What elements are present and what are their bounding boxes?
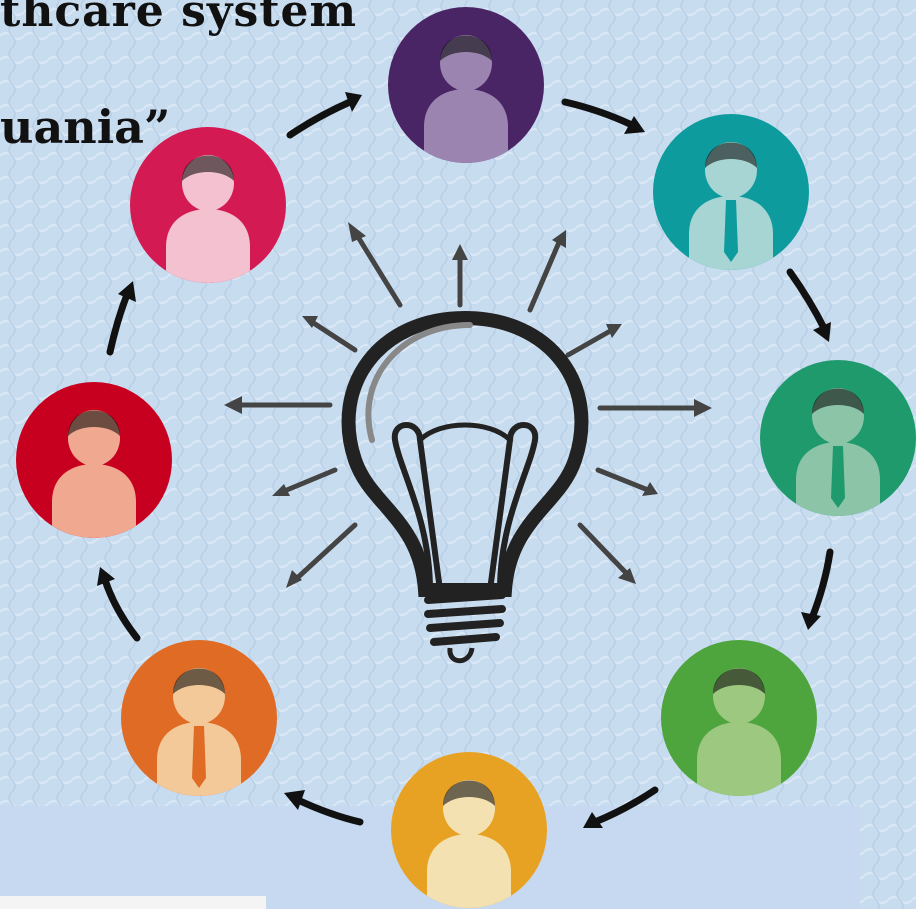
arrow-2-icon bbox=[561, 98, 636, 129]
arrow-7-icon bbox=[101, 576, 141, 642]
arrow-5-icon bbox=[591, 786, 659, 826]
person-top-left-avatar bbox=[130, 127, 286, 283]
cycle-arrows bbox=[101, 98, 834, 826]
person-left-avatar bbox=[16, 382, 172, 538]
tie-icon bbox=[831, 446, 845, 508]
slide-title-line-2: uania” bbox=[0, 100, 171, 154]
bottom-strip bbox=[0, 896, 266, 909]
person-top-avatar bbox=[388, 7, 544, 163]
avatar-body bbox=[697, 722, 781, 796]
tie-icon bbox=[192, 726, 206, 788]
avatar-body bbox=[424, 89, 508, 163]
avatar-hair bbox=[443, 780, 495, 806]
person-bottom-avatar bbox=[391, 752, 547, 908]
avatar-hair bbox=[68, 410, 120, 436]
person-right-avatar bbox=[760, 360, 916, 516]
avatar-body bbox=[52, 464, 136, 538]
avatar-hair bbox=[173, 668, 225, 694]
person-bottom-right-avatar bbox=[661, 640, 817, 796]
avatar-body bbox=[427, 834, 511, 908]
avatar-hair bbox=[705, 142, 757, 168]
arrow-4-icon bbox=[808, 548, 834, 622]
arrow-1-icon bbox=[286, 98, 354, 139]
avatar-hair bbox=[440, 35, 492, 61]
person-bottom-left-avatar bbox=[121, 640, 277, 796]
slide-title-line-1: thcare system bbox=[0, 0, 358, 37]
lightbulb-icon bbox=[224, 222, 712, 664]
arrow-8-icon bbox=[106, 288, 132, 356]
avatar-hair bbox=[812, 388, 864, 414]
tie-icon bbox=[724, 200, 738, 262]
arrow-6-icon bbox=[294, 796, 364, 826]
person-top-right-avatar bbox=[653, 114, 809, 270]
arrow-3-icon bbox=[786, 268, 829, 334]
avatar-hair bbox=[713, 668, 765, 694]
avatar-body bbox=[166, 209, 250, 283]
avatar-hair bbox=[182, 155, 234, 181]
